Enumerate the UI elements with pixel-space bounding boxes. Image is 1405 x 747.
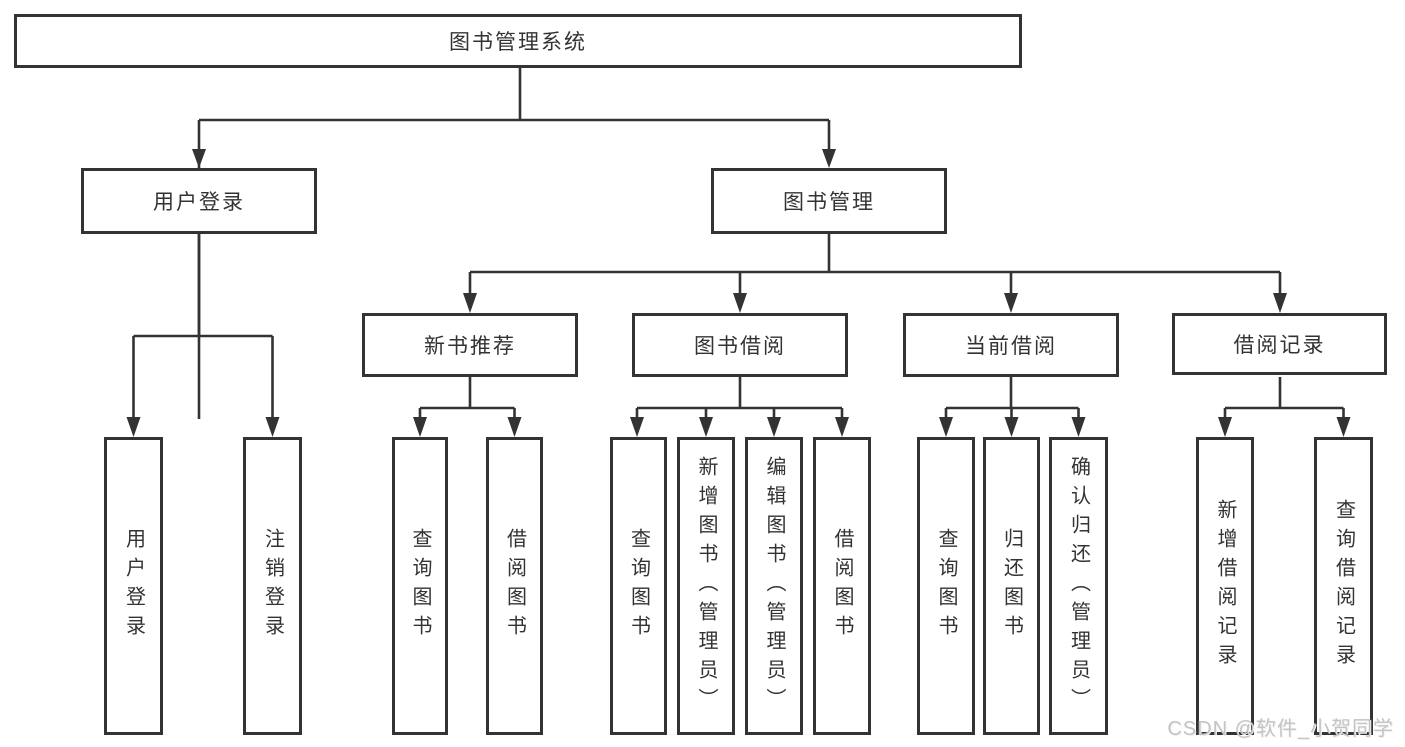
leaf-query-books-3: 查询图书 xyxy=(917,437,975,735)
connector-borrow-records-leaves xyxy=(1218,377,1351,437)
leaf-add-borrow-record: 新增借阅记录 xyxy=(1196,437,1254,735)
leaf-edit-books-admin: 编辑图书（管理员） xyxy=(745,437,803,735)
leaf-user-login-label: 用户登录 xyxy=(122,528,145,644)
connector-root-to-level1 xyxy=(192,68,836,419)
connector-new-books-leaves xyxy=(413,377,522,437)
leaf-edit-books-admin-label: 编辑图书（管理员） xyxy=(763,455,785,717)
leaf-query-books-2: 查询图书 xyxy=(610,437,667,735)
node-current-borrow: 当前借阅 xyxy=(903,313,1119,377)
leaf-confirm-return-admin-label: 确认归还（管理员） xyxy=(1067,455,1090,717)
node-current-borrow-label: 当前借阅 xyxy=(965,335,1057,358)
node-user-login: 用户登录 xyxy=(81,168,317,234)
node-library-system-label: 图书管理系统 xyxy=(449,31,587,54)
leaf-borrow-books-2: 借阅图书 xyxy=(813,437,871,735)
connector-book-mgmt-to-level2 xyxy=(463,234,1287,313)
node-book-borrow: 图书借阅 xyxy=(632,313,848,377)
leaf-confirm-return-admin: 确认归还（管理员） xyxy=(1049,437,1108,735)
leaf-return-books: 归还图书 xyxy=(983,437,1040,735)
connector-user-login-leaves xyxy=(126,234,280,437)
leaf-return-books-label: 归还图书 xyxy=(1000,528,1023,644)
node-user-login-label: 用户登录 xyxy=(153,191,245,214)
node-book-management: 图书管理 xyxy=(711,168,947,234)
connector-book-borrow-leaves xyxy=(630,377,849,437)
node-library-system: 图书管理系统 xyxy=(14,14,1022,68)
leaf-logout-label: 注销登录 xyxy=(261,528,284,644)
leaf-logout: 注销登录 xyxy=(243,437,302,735)
node-borrow-records: 借阅记录 xyxy=(1172,313,1387,375)
connector-current-borrow-leaves xyxy=(939,377,1086,437)
watermark-text: CSDN @软件_小贺同学 xyxy=(1167,718,1394,740)
leaf-add-borrow-record-label: 新增借阅记录 xyxy=(1214,499,1236,673)
leaf-user-login: 用户登录 xyxy=(104,437,163,735)
node-borrow-records-label: 借阅记录 xyxy=(1233,334,1326,357)
leaf-query-borrow-record-label: 查询借阅记录 xyxy=(1332,499,1355,673)
leaf-query-borrow-record: 查询借阅记录 xyxy=(1314,437,1373,735)
leaf-borrow-books-2-label: 借阅图书 xyxy=(831,528,853,644)
leaf-add-books-admin-label: 新增图书（管理员） xyxy=(695,455,717,717)
leaf-query-books-1-label: 查询图书 xyxy=(409,528,431,644)
leaf-query-books-3-label: 查询图书 xyxy=(935,528,957,644)
leaf-borrow-books-1: 借阅图书 xyxy=(486,437,543,735)
node-new-book-recommend-label: 新书推荐 xyxy=(424,335,516,358)
node-book-borrow-label: 图书借阅 xyxy=(694,335,786,358)
node-new-book-recommend: 新书推荐 xyxy=(362,313,578,377)
leaf-add-books-admin: 新增图书（管理员） xyxy=(677,437,735,735)
leaf-query-books-2-label: 查询图书 xyxy=(627,528,650,644)
leaf-borrow-books-1-label: 借阅图书 xyxy=(503,528,526,644)
leaf-query-books-1: 查询图书 xyxy=(392,437,448,735)
node-book-management-label: 图书管理 xyxy=(783,191,875,214)
